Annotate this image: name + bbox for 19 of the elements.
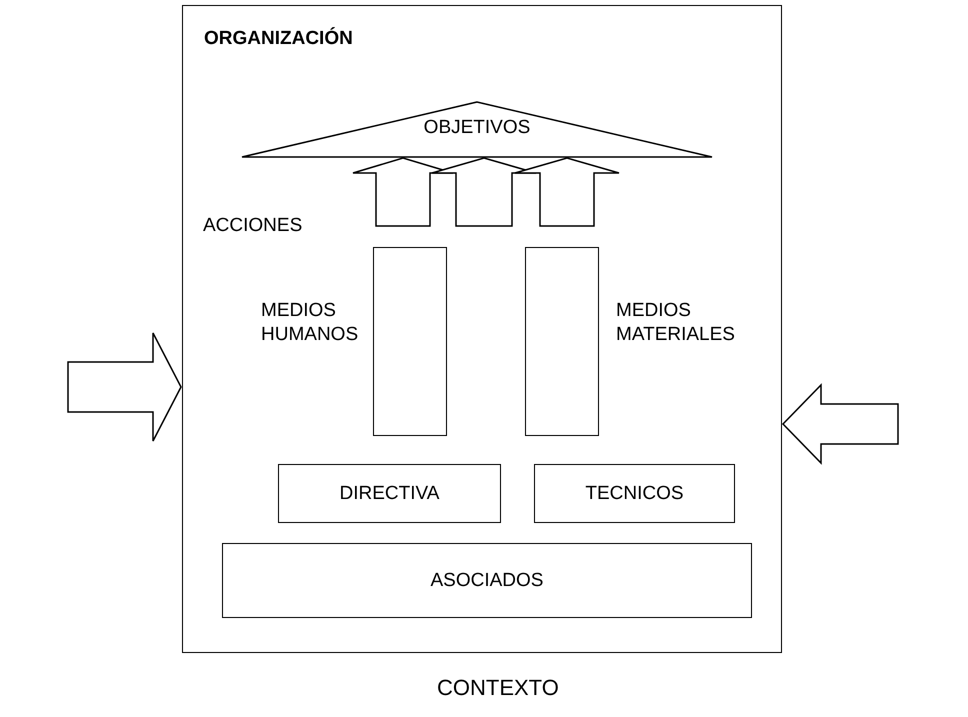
context-label: CONTEXTO [437,675,559,701]
node-label: ASOCIADOS [430,570,544,592]
side-label: MEDIOS HUMANOS [261,299,360,347]
block-arrow [67,332,182,442]
base-box [222,543,752,618]
organization-frame [182,5,782,653]
pillar-box [373,247,447,436]
node-label: TECNICOS [584,482,685,504]
block-arrow [514,157,620,227]
roof-triangle [241,101,713,158]
node-label: DIRECTIVA [338,482,440,504]
block-arrow [782,383,899,465]
base-box [278,464,501,523]
side-label: MEDIOS MATERIALES [616,299,736,347]
organization-heading: ORGANIZACIÓN [204,28,353,50]
pillar-box [525,247,599,436]
base-box [534,464,735,523]
node-label: OBJETIVOS [422,117,532,139]
actions-label: ACCIONES [203,215,302,237]
